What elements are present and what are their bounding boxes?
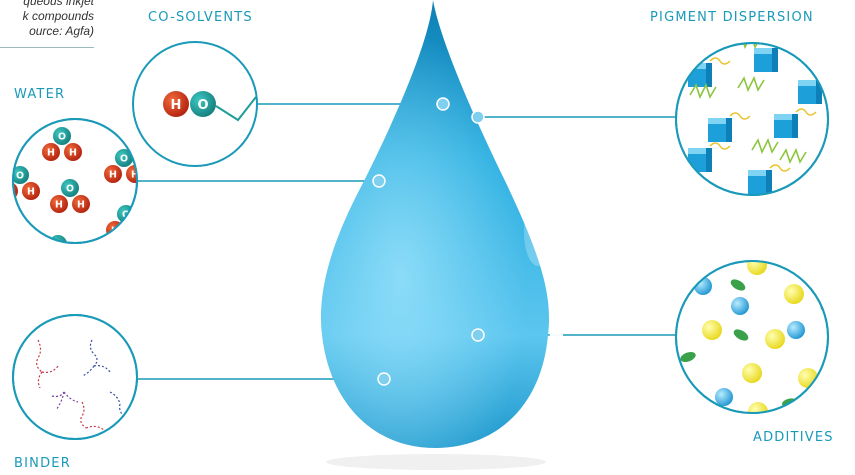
label-binder: BINDER — [14, 456, 71, 471]
dispersant-chain — [779, 147, 807, 165]
binder-polymer — [109, 391, 127, 419]
dot-water — [372, 174, 386, 188]
atom-label: O — [58, 131, 66, 142]
atom-label: O — [120, 153, 128, 164]
additive-blue — [715, 388, 733, 406]
dispersant-chain — [825, 127, 828, 145]
hydrogen-atom — [60, 251, 78, 269]
hydrogen-atom — [42, 143, 60, 161]
pigment-particle — [688, 57, 731, 87]
additive-green — [733, 329, 749, 341]
caption-line-2: k compounds — [22, 9, 94, 23]
dot-binder — [377, 372, 391, 386]
atom-label: H — [5, 186, 13, 197]
atom-label: H — [55, 199, 63, 210]
label-water: WATER — [14, 87, 66, 102]
pigment-particle — [774, 108, 817, 138]
dispersant-chain — [751, 137, 779, 155]
additive-blue — [731, 297, 749, 315]
additive-green — [730, 279, 746, 291]
atom-label: O — [66, 183, 74, 194]
hydrogen-atom — [126, 165, 137, 183]
atom-label: O — [197, 98, 208, 113]
additive-blue — [787, 321, 805, 339]
binder-polymer — [36, 339, 59, 389]
additives-circle — [675, 260, 849, 414]
oxygen-atom — [53, 127, 71, 145]
binder-circle — [12, 314, 138, 440]
additive-yellow — [765, 329, 785, 349]
atom-label: H — [77, 199, 85, 210]
hydrogen-atom — [22, 182, 40, 200]
additive-yellow — [742, 363, 762, 383]
caption-divider — [0, 47, 94, 48]
hydrogen-atom — [38, 251, 56, 269]
water-molecule: H HO — [42, 127, 82, 161]
hydrogen-atom — [72, 195, 90, 213]
atom-label: H — [27, 186, 35, 197]
atom-label: H — [131, 169, 139, 180]
connector-dots — [372, 97, 485, 386]
atom-label: H — [65, 255, 73, 266]
dot-additives — [471, 328, 485, 342]
label-pigment-dispersion: PIGMENT DISPERSION — [650, 10, 814, 25]
pigment-particle — [688, 142, 731, 172]
hydrogen-atom — [64, 143, 82, 161]
water-molecule: H HO — [104, 149, 139, 183]
oxygen-atom — [115, 149, 133, 167]
pigment-particle — [748, 164, 791, 194]
hydrogen-atom — [163, 91, 189, 117]
hydrogen-atom — [50, 195, 68, 213]
atom-label: H — [171, 98, 182, 113]
oxygen-atom — [13, 166, 29, 184]
pigment-dispersion-circle — [675, 42, 829, 196]
dot-co-solvents — [436, 97, 450, 111]
dispersant-chain — [734, 43, 762, 50]
label-additives: ADDITIVES — [753, 430, 834, 445]
pigment-particle — [708, 112, 751, 142]
additive-yellow — [702, 320, 722, 340]
ink-drop — [321, 0, 565, 470]
caption-line-1: queous inkjet — [23, 0, 94, 8]
atom-label: H — [69, 147, 77, 158]
label-co-solvents: CO-SOLVENTS — [148, 10, 253, 25]
atom-label: H — [109, 169, 117, 180]
atom-label: H — [47, 147, 55, 158]
binder-polymer — [51, 391, 79, 411]
caption-line-3: ource: Agfa) — [29, 24, 94, 38]
additive-yellow — [784, 284, 804, 304]
hydrogen-atom — [128, 221, 137, 239]
dot-pigment — [471, 110, 485, 124]
atom-label: H — [43, 255, 51, 266]
oxygen-atom — [190, 91, 216, 117]
dispersant-chain — [689, 82, 717, 100]
additive-yellow — [747, 261, 767, 275]
figure-caption: queous inkjet k compounds ource: Agfa) — [0, 0, 94, 39]
binder-polymer — [81, 339, 111, 377]
additive-blue — [831, 331, 849, 349]
hydrogen-atom — [104, 165, 122, 183]
dispersant-chain — [737, 75, 765, 93]
atom-label: O — [16, 170, 24, 181]
atom-label: H — [133, 225, 141, 236]
drop-highlight — [537, 255, 565, 390]
additive-green — [680, 351, 696, 363]
co-solvents-circle: H O — [132, 41, 258, 167]
oxygen-atom — [61, 179, 79, 197]
binder-polymer — [80, 401, 105, 431]
water-molecule: H HO — [50, 179, 90, 213]
